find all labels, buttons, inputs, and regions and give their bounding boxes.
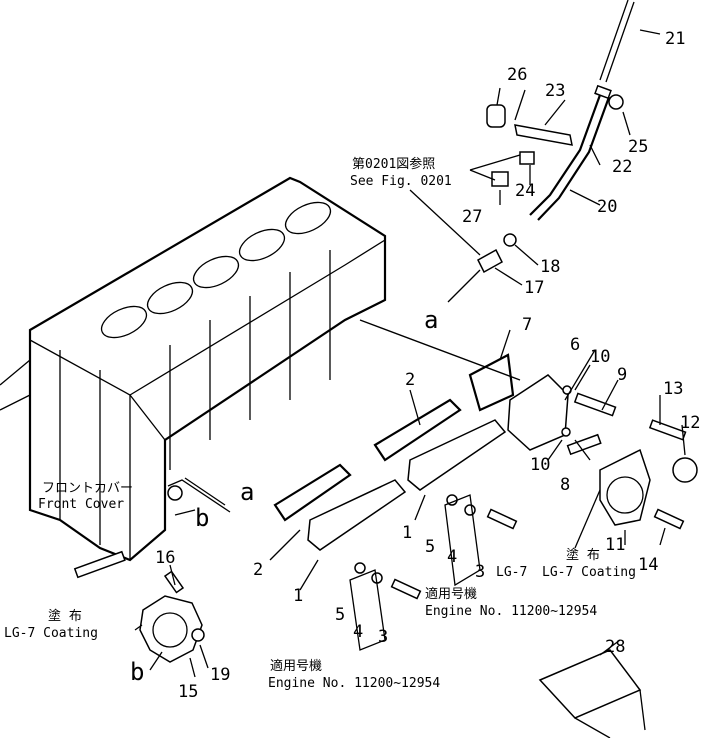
ref-letter-b-plate: b xyxy=(130,658,144,686)
washer-5-lower xyxy=(354,562,366,574)
cover-1-lower xyxy=(307,479,407,551)
housing-6 xyxy=(507,374,569,451)
washer-10b xyxy=(561,427,571,437)
label-4-lower: 4 xyxy=(353,622,363,642)
dipstick-21 xyxy=(599,0,635,83)
engine-jp-2: 適用号機 xyxy=(270,658,322,674)
front-cover-label-en: Front Cover xyxy=(38,497,124,512)
label-22: 22 xyxy=(612,157,632,177)
coating-jp-right: 塗 布 xyxy=(566,547,600,563)
ref-letter-a-block: a xyxy=(240,478,254,506)
label-7: 7 xyxy=(522,315,532,335)
nut-25 xyxy=(608,94,624,110)
label-26: 26 xyxy=(507,65,527,85)
tool-28 xyxy=(538,649,642,719)
label-2-upper: 2 xyxy=(405,370,415,390)
label-15: 15 xyxy=(178,682,198,702)
label-3-lower: 3 xyxy=(378,627,388,647)
see-fig-jp: 第0201図参照 xyxy=(352,156,435,172)
label-5-upper: 5 xyxy=(425,537,435,557)
bolt-3-lower xyxy=(390,578,422,600)
bolt-left xyxy=(73,550,126,579)
coating-en-left: LG-7 Coating xyxy=(4,626,98,641)
bolt-8 xyxy=(566,433,602,456)
label-18: 17 xyxy=(524,278,544,298)
tube-20 xyxy=(529,94,602,216)
label-3-upper: 3 xyxy=(475,562,485,582)
ref-letter-b-block: b xyxy=(195,504,209,532)
spacer-26 xyxy=(486,104,506,128)
label-14: 14 xyxy=(638,555,658,575)
engine-block xyxy=(0,176,387,562)
bolt-27 xyxy=(491,171,509,187)
engine-no-1: Engine No. 11200~12954 xyxy=(425,604,597,619)
label-11: 11 xyxy=(605,535,625,555)
bolt-3-upper xyxy=(486,508,518,530)
label-6: 6 xyxy=(570,335,580,355)
housing-11 xyxy=(599,448,651,526)
see-fig-en: See Fig. 0201 xyxy=(350,174,452,189)
label-24: 24 xyxy=(515,181,535,201)
gasket-7 xyxy=(468,353,515,412)
plate-assembly xyxy=(139,570,205,663)
bolt-14 xyxy=(653,508,685,530)
front-cover-label-jp: フロントカバー xyxy=(42,481,133,496)
label-10b: 10 xyxy=(530,455,550,475)
label-2-lower: 2 xyxy=(253,560,263,580)
engine-jp-1: 適用号機 xyxy=(425,586,477,602)
coating-jp-left: 塗 布 xyxy=(48,608,82,624)
label-17: 19 xyxy=(210,665,230,685)
bolt-13 xyxy=(648,419,687,441)
engine-no-2: Engine No. 11200~12954 xyxy=(268,676,440,691)
lg7-right: LG-7 xyxy=(496,565,527,580)
ref-letter-a-top: a xyxy=(424,306,438,334)
cover-1-upper xyxy=(407,419,507,491)
label-27: 27 xyxy=(462,207,482,227)
gasket-2-lower xyxy=(273,463,352,522)
label-16: 16 xyxy=(155,548,175,568)
cap-12 xyxy=(672,457,698,483)
bolt-9 xyxy=(573,392,617,417)
label-4-upper: 4 xyxy=(447,547,457,567)
label-1-upper: 1 xyxy=(402,523,412,543)
leader-lines xyxy=(134,29,686,678)
bracket-23 xyxy=(514,124,573,146)
label-25: 25 xyxy=(628,137,648,157)
label-1-lower: 1 xyxy=(293,586,303,606)
label-28: 28 xyxy=(605,637,625,657)
gasket-2-upper xyxy=(373,398,462,462)
nut-19 xyxy=(503,233,517,247)
bolt-24 xyxy=(519,151,535,165)
label-23: 23 xyxy=(545,81,565,101)
label-10a: 10 xyxy=(590,347,610,367)
label-12: 12 xyxy=(680,413,700,433)
label-20: 20 xyxy=(597,197,617,217)
label-9: 9 xyxy=(617,365,627,385)
elbow-18 xyxy=(477,248,503,274)
label-8: 8 xyxy=(560,475,570,495)
label-5-lower: 5 xyxy=(335,605,345,625)
label-21: 21 xyxy=(665,29,685,49)
label-19: 18 xyxy=(540,257,560,277)
part-labels: 21 26 23 25 22 24 20 27 18 17 7 6 10 9 1… xyxy=(155,29,700,702)
coating-en-right: LG-7 Coating xyxy=(542,565,636,580)
ring-4-upper xyxy=(464,504,476,516)
label-13: 13 xyxy=(663,379,683,399)
